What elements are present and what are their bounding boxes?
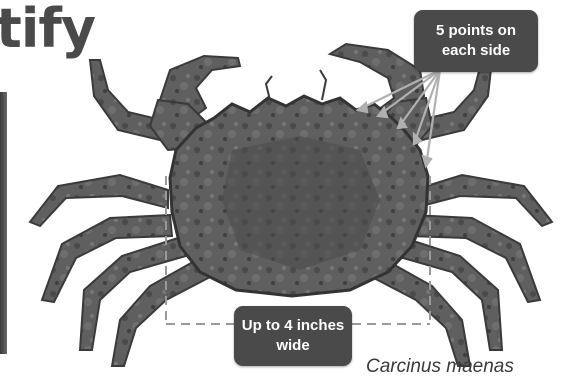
spine-count-callout: 5 points on each side: [414, 10, 538, 72]
callout-width-line2: wide: [234, 336, 352, 356]
carapace-shading: [222, 136, 380, 270]
callout-width-line1: Up to 4 inches: [234, 316, 352, 336]
antennae: [266, 70, 326, 100]
callout-points-line2: each side: [414, 41, 538, 61]
species-scientific-name: Carcinus maenas: [366, 356, 514, 378]
width-callout: Up to 4 inches wide: [234, 306, 352, 366]
callout-points-line1: 5 points on: [414, 21, 538, 41]
